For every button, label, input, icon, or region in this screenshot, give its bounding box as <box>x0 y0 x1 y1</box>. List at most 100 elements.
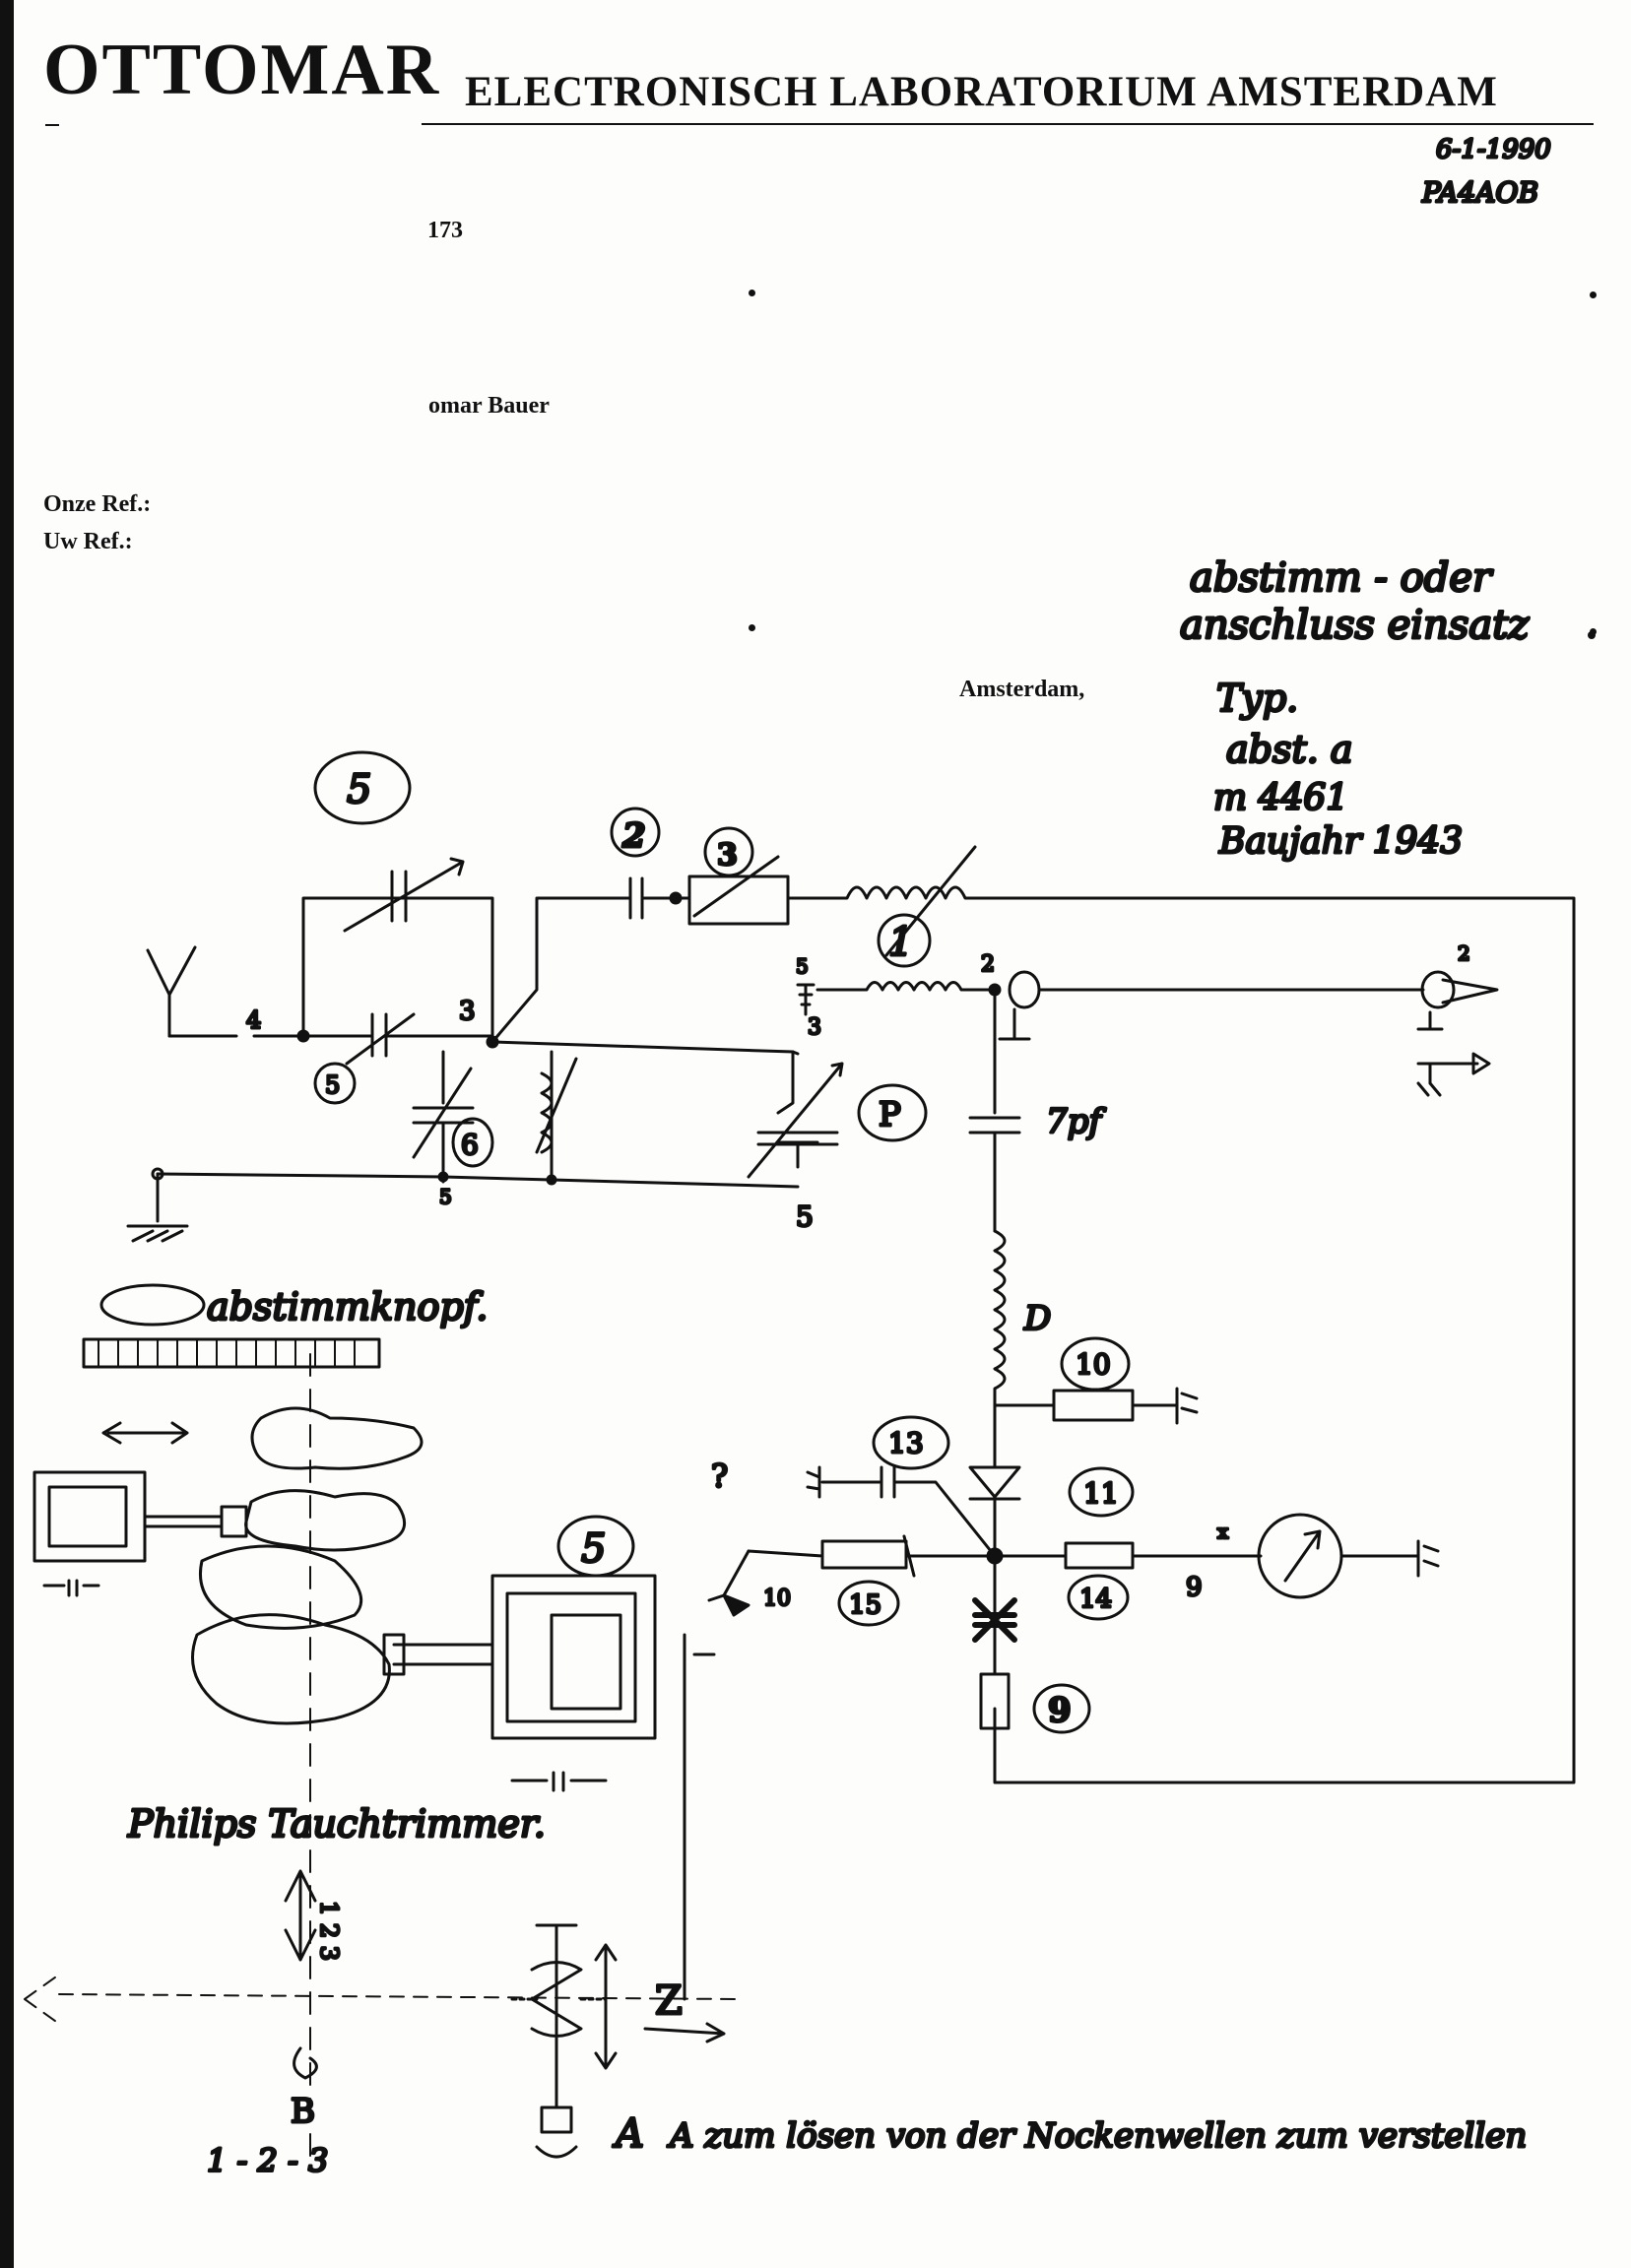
diode-11-icon <box>968 1465 1021 1558</box>
component-10-label: 10 <box>1076 1348 1111 1381</box>
pin-2-label: 2 <box>981 952 995 977</box>
place-label: Amsterdam, <box>959 677 1085 702</box>
horizontal-axis-icon <box>24 1974 740 2025</box>
trimmer-rotor <box>550 1613 622 1711</box>
note-top-line2: anschluss einsatz <box>1180 603 1530 648</box>
scan-left-edge <box>0 0 14 2268</box>
trimmer-symbol-left <box>42 1579 100 1597</box>
component-15-label: 15 <box>849 1590 881 1620</box>
output-ground-icon <box>1416 1010 1491 1097</box>
component-5b-label: 5 <box>325 1071 340 1099</box>
component-9-label: 9 <box>1048 1691 1072 1730</box>
component-5-circle <box>313 750 412 825</box>
type-line4: Baujahr 1943 <box>1218 821 1463 862</box>
type-line1: Typ. <box>1216 677 1298 720</box>
component-6-circle <box>451 1117 494 1168</box>
component-15-circle <box>837 1580 900 1627</box>
return-line <box>983 896 1576 1784</box>
partial-name: omar Bauer <box>428 393 550 419</box>
cam-disc-4 <box>191 1613 391 1725</box>
note-dot <box>1588 631 1596 639</box>
cam-a-icon <box>540 2106 573 2134</box>
axial-arrow-icon <box>284 1869 317 1962</box>
component-5c-label: 5 <box>581 1526 606 1572</box>
antenna-icon <box>146 945 197 1038</box>
letterhead-subtitle: ELECTRONISCH LABORATORIUM AMSTERDAM <box>465 69 1498 115</box>
pin-5-label: 5 <box>796 954 809 978</box>
output-pin-label: 2 <box>1458 941 1470 965</box>
coax-ground <box>998 1007 1031 1041</box>
uw-ref-label: Uw Ref.: <box>43 529 133 554</box>
resistor-10-icon <box>993 1387 1199 1425</box>
pin-9-label: 9 <box>1186 1573 1203 1602</box>
cross-mark: x <box>1217 1520 1229 1543</box>
resistor-3-arrow <box>692 855 780 918</box>
follower-rod-icon <box>143 1505 248 1538</box>
pin-5c-label: 5 <box>439 1185 452 1208</box>
meter-needle-icon <box>1283 1529 1322 1583</box>
spring-travel-arrow <box>594 1943 618 2070</box>
component-14-label: 14 <box>1079 1585 1112 1614</box>
question-mark: ? <box>711 1458 728 1495</box>
cap-7pf-label: 7pf <box>1046 1102 1106 1141</box>
b-label: B <box>291 2092 315 2131</box>
coax-connector-icon <box>1008 970 1041 1009</box>
bottom-note: A zum lösen von der Nockenwellen zum ver… <box>667 2116 1527 2156</box>
trimmer-cap-icon <box>343 857 465 933</box>
onze-ref-label: Onze Ref.: <box>43 491 152 517</box>
main-bus <box>490 1040 800 1056</box>
component-1-label: 1 <box>888 920 913 965</box>
component-5b-circle <box>313 1062 357 1105</box>
pin-5d-label: 5 <box>796 1200 814 1233</box>
coil-1-arrow <box>884 845 977 957</box>
trimmer-housing-outer <box>490 1574 657 1740</box>
switch-arrow-icon <box>722 1593 750 1617</box>
trimmer-symbol-bottom <box>510 1771 608 1792</box>
type-line3: m 4461 <box>1213 778 1348 818</box>
cam-follower-inner <box>47 1485 128 1548</box>
switch-lead <box>490 896 618 1044</box>
tuning-knob-icon <box>99 1283 206 1327</box>
cap-6-arrow <box>412 1067 473 1159</box>
junction-dot <box>546 1174 557 1186</box>
pin-10-label: 10 <box>763 1587 791 1611</box>
component-p-label: P <box>879 1095 901 1134</box>
letterhead-rule <box>422 123 1594 125</box>
component-13-circle <box>872 1415 950 1470</box>
component-3-circle <box>703 826 754 877</box>
handwritten-code: PA4AOB <box>1421 176 1538 209</box>
meter-icon <box>1257 1513 1343 1599</box>
meter-ground-icon <box>1339 1539 1440 1578</box>
trimmer-arrow <box>535 1057 578 1154</box>
series-capacitor-icon <box>353 1012 494 1058</box>
axis-123-label: 1 2 3 <box>315 1901 343 1961</box>
trimmer-lead <box>683 1633 716 2001</box>
capacitor-p-icon <box>776 1050 819 1169</box>
pin-3b-label: 3 <box>808 1015 821 1040</box>
b-positions: 1 - 2 - 3 <box>207 2142 328 2179</box>
handwritten-date: 6-1-1990 <box>1436 135 1551 164</box>
component-5c-circle <box>556 1515 635 1578</box>
ground-13-icon <box>806 1465 821 1499</box>
component-2-circle <box>610 807 661 858</box>
knob-scale-icon <box>82 1337 381 1369</box>
component-10-circle <box>1060 1336 1131 1392</box>
pin-3-label: 3 <box>459 997 476 1026</box>
switch-arm-icon <box>707 1549 750 1602</box>
coil-1-top-icon <box>801 885 987 900</box>
junction-dot <box>296 1029 310 1043</box>
ground-icon <box>126 1172 189 1243</box>
component-3-label: 3 <box>717 838 738 873</box>
component-2-label: 2 <box>621 816 646 856</box>
brand-underline-tick <box>45 124 59 126</box>
resistor-15-tap <box>902 1534 916 1578</box>
letterhead-brand: OTTOMAR <box>43 30 441 110</box>
type-line2: abst. a <box>1226 728 1353 771</box>
a-label: A <box>612 2111 644 2157</box>
knob-scale-ticks <box>98 1338 356 1368</box>
cap-p-plates <box>756 1131 839 1146</box>
cap-p-arrow <box>747 1062 844 1179</box>
component-1-circle <box>877 913 932 968</box>
